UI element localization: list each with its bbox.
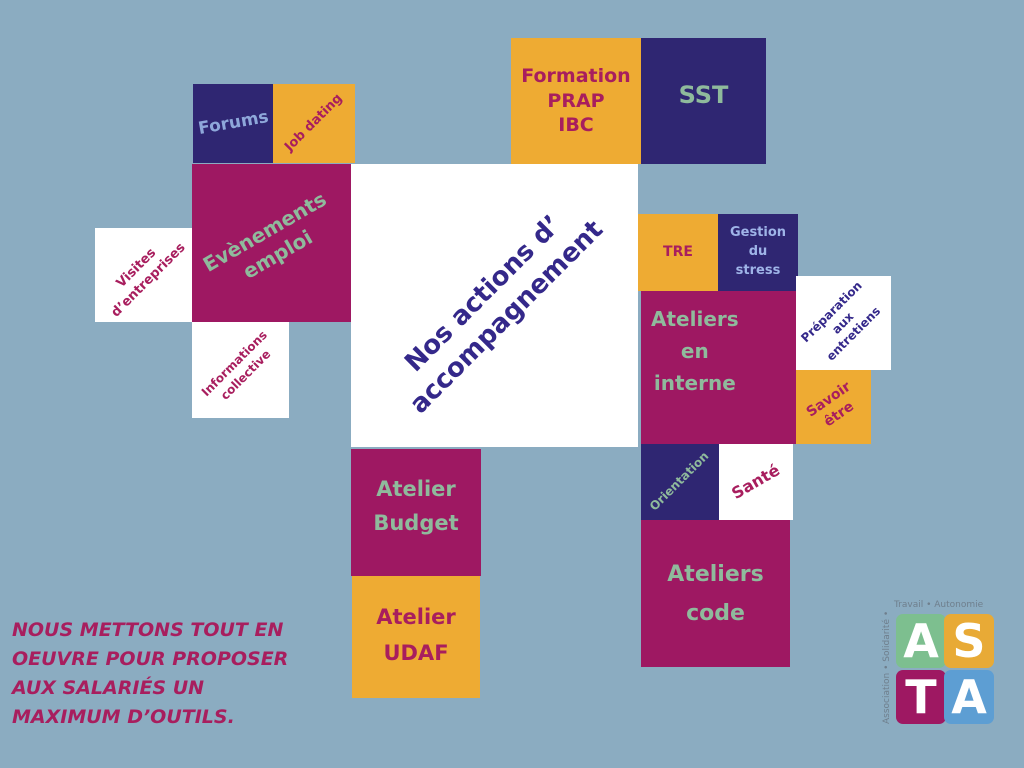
logo-letter-s: S — [944, 614, 994, 668]
tile-tre-label: TRE — [663, 244, 693, 261]
tile-job-dating-label: Job dating — [281, 91, 346, 155]
footer-statement: NOUS METTONS TOUT EN OEUVRE POUR PROPOSE… — [12, 619, 289, 728]
tile-sst: SST — [641, 38, 766, 164]
tile-job-dating: Job dating — [273, 84, 355, 163]
tile-forums-label: Forums — [196, 107, 270, 140]
tile-formation-label: Formation PRAP IBC — [521, 64, 631, 137]
tile-evenements-emploi: Evènements emploi — [192, 164, 351, 322]
tile-atelier-budget-label: Atelier Budget — [373, 477, 459, 535]
tile-ateliers-interne-label: Ateliers en interne — [651, 307, 739, 395]
tile-evenements-label: Evènements emploi — [199, 186, 331, 284]
tile-ateliers-code-label: Ateliers code — [667, 562, 764, 626]
tile-ateliers-en-interne: Ateliers en interne — [641, 291, 796, 444]
tile-preparation-label: Préparation aux entretiens — [798, 278, 884, 364]
logo-letter-a2: A — [944, 670, 994, 724]
tile-informations-label: Informations collective — [198, 328, 274, 403]
logo-letter-t: T — [896, 670, 946, 724]
tile-gestion-du-stress: Gestion du stress — [718, 214, 798, 291]
tile-savoir-label: Savoir être — [803, 378, 857, 431]
tile-visites-entreprises: Visites d’entreprises — [95, 228, 192, 322]
tile-informations-collective: Informations collective — [192, 322, 289, 418]
tile-preparation-entretiens: Préparation aux entretiens — [796, 276, 891, 370]
tile-atelier-udaf-label: Atelier UDAF — [376, 605, 456, 665]
tile-atelier-udaf: Atelier UDAF — [352, 576, 480, 698]
tile-atelier-budget: Atelier Budget — [351, 449, 481, 576]
logo-tagline-top: Travail • Autonomie — [894, 600, 984, 610]
tile-forums: Forums — [193, 84, 273, 163]
logo-tagline-side: Association • Solidarité • — [882, 610, 892, 724]
center-title: Nos actions d’ accompagnement — [398, 209, 609, 420]
tile-sst-label: SST — [678, 81, 729, 109]
tile-formation-prap-ibc: Formation PRAP IBC — [511, 38, 641, 164]
tile-tre: TRE — [638, 214, 718, 291]
asta-logo: Travail • Autonomie Association • Solida… — [880, 598, 1000, 730]
tile-orientation-label: Orientation — [647, 449, 712, 514]
logo-letter-a1: A — [896, 614, 946, 668]
center-title-box: Nos actions d’ accompagnement — [351, 164, 638, 447]
tile-ateliers-code: Ateliers code — [641, 520, 790, 667]
tile-visites-label: Visites d’entreprises — [108, 240, 189, 321]
tile-savoir-etre: Savoir être — [796, 370, 871, 444]
tile-sante: Santé — [719, 444, 793, 520]
tile-orientation: Orientation — [641, 444, 719, 520]
tile-sante-label: Santé — [728, 459, 783, 503]
tile-gestion-label: Gestion du stress — [729, 225, 787, 278]
